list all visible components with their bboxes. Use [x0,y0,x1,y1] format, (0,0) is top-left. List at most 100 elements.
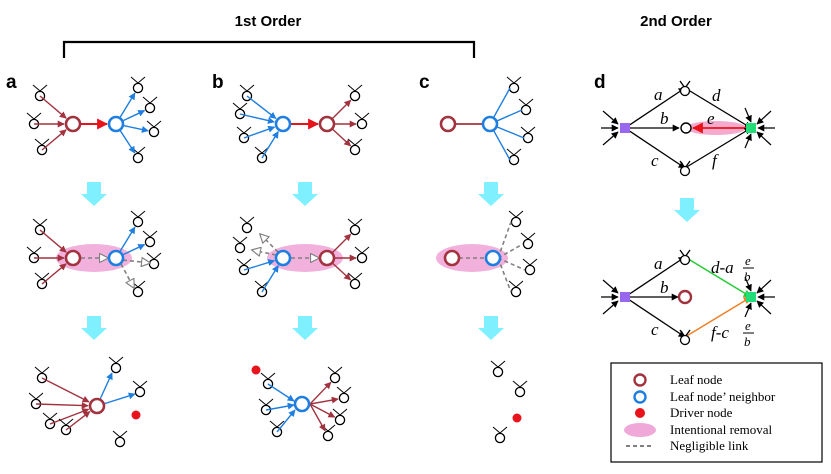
leaf-node-a3 [88,397,106,415]
negligible-c1 [497,221,512,259]
peripheral-node [354,112,370,130]
stub-green-bot-1 [744,302,752,318]
legend-label-removal: Intentional removal [670,422,773,437]
edge-a [624,87,686,129]
label-e: e [707,109,715,128]
peripheral-node [42,412,58,430]
stub-green-bot-0 [744,133,752,149]
label-d: d [712,86,721,105]
peripheral-node [518,98,534,116]
panel-label-a: a [6,72,17,93]
negligible-a2 [120,263,134,288]
step-arrow-c2 [478,316,504,340]
neighbor-node-c [481,115,499,133]
step-arrow-c1 [478,182,504,206]
driver-node-c [512,413,522,423]
neighbor-in-edge [261,131,279,159]
leaf-node-b [318,115,336,133]
node-middle [680,122,692,134]
leaf-node-b2 [318,249,336,267]
frac-num-2: e [745,318,751,333]
peripheral-node [142,96,158,114]
frac-num-1: e [745,253,751,268]
stub-green-top-1 [744,276,752,292]
peripheral-node [522,258,538,276]
leaf-in-edge [41,129,67,151]
legend-label-driver: Driver node [670,405,733,420]
stub-left-top-1 [602,279,619,294]
leaf-node-c [439,115,457,133]
peripheral-node [347,218,363,236]
peripheral-node [239,216,255,234]
legend-label-leaf: Leaf node [670,372,723,387]
neighbor-node-b3 [293,395,311,413]
peripheral-node [132,380,148,398]
peripheral-node [506,148,522,166]
peripheral-node [130,210,146,228]
in-b3-3 [276,409,296,433]
neighbor-node-a [107,115,125,133]
peripheral-node [28,392,44,410]
first-order-bracket [62,40,476,58]
leaf-node-c2 [443,249,461,267]
node-circle-0 [679,85,691,97]
legend-label-negligible: Negligible link [670,438,749,453]
in-b3-2 [265,402,295,411]
peripheral-node [130,280,146,298]
neighbor-node-b [274,115,292,133]
peripheral-node [520,126,536,144]
leaf-node-a2 [64,249,82,267]
peripheral-node [336,386,352,404]
stub-left-bot-1 [602,300,619,315]
leaf-in-edge [65,410,91,431]
leaf-out-edge [309,403,326,432]
neighbor-in-edge [243,125,276,139]
leaf-in-edge [49,408,90,425]
neighbor-node-b2 [274,249,292,267]
step-arrow-b2 [292,316,318,340]
panel-d-diagram: a d b e c f a b c d-a e b f-c e b [601,80,775,349]
label-c-reduced: c [651,320,659,339]
peripheral-node [108,356,124,374]
peripheral-node [146,120,162,138]
neighbor-node-a2 [107,249,125,267]
peripheral-node [347,84,363,102]
edge-c [624,127,686,169]
step-arrow-b1 [292,182,318,206]
label-c: c [651,151,659,170]
leaf-in-edge [41,263,67,285]
peripheral-node [130,76,146,94]
peripheral-node [32,218,48,236]
purple-node-reduced [620,292,630,302]
peripheral-node [146,252,162,270]
neighbor-in-edge [246,95,277,120]
neighbor-in-edge [243,259,276,271]
negligible-c3 [497,257,526,271]
peripheral-node [236,126,252,144]
node-circle-2 [679,254,691,266]
legend-label-neighbor: Leaf node’ neighbor [670,389,776,404]
peripheral-node [332,408,348,426]
peripheral-node [347,272,363,290]
panel-label-b: b [212,72,224,93]
peripheral-node [232,236,248,254]
stub-left-top-0 [602,110,619,125]
edge-c-reduced [624,296,686,338]
peripheral-node [236,258,252,276]
driver-node-a [131,410,141,420]
label-b-reduced: b [660,278,669,297]
peripheral-node [508,210,524,228]
leaf-in-edge [35,402,89,409]
green-node-reduced [746,292,756,302]
edge-f-modified [684,296,752,338]
leaf-node-reduced [677,289,693,305]
negligible-c4 [497,257,512,293]
stub-right-bot-1 [756,300,772,315]
neighbor-in-edge [239,113,275,124]
negligible-c2 [497,243,524,259]
peripheral-node [492,426,508,444]
leaf-out-edge [309,396,339,405]
peripheral-node [34,366,50,384]
edge-f [684,127,752,169]
step-arrow-d1 [674,198,700,222]
